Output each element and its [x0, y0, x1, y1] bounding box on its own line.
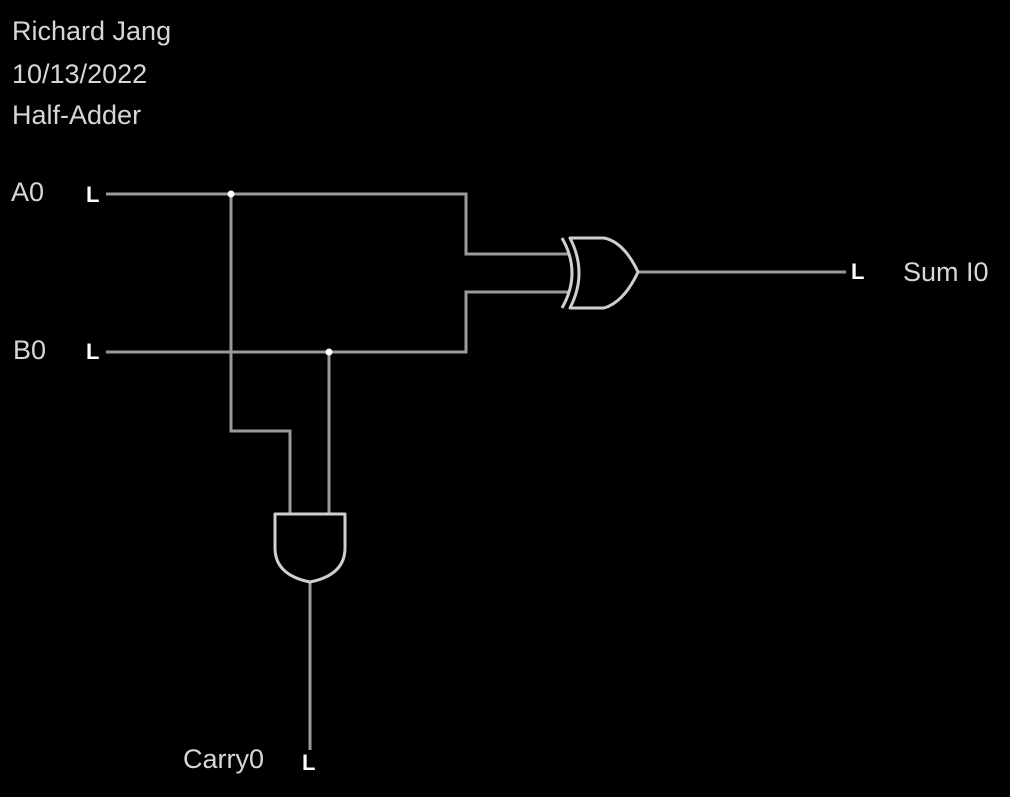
output-pin-carry[interactable]: Carry0 L	[183, 744, 315, 775]
junction-b	[325, 348, 333, 356]
wires	[106, 192, 846, 750]
xor-gate-icon[interactable]	[560, 236, 640, 310]
input-b-state[interactable]: L	[86, 339, 99, 364]
input-a-label: A0	[11, 177, 44, 207]
junction-a	[227, 190, 235, 198]
wire-a-to-xor	[106, 192, 568, 256]
wire-a-to-and	[229, 194, 292, 514]
output-sum-label: Sum I0	[903, 257, 989, 287]
date-note: 10/13/2022	[12, 59, 147, 89]
input-pin-a0[interactable]: A0 L	[11, 177, 99, 207]
output-pin-sum[interactable]: L Sum I0	[851, 257, 989, 287]
wire-b-to-xor	[106, 290, 568, 354]
title-note: Half-Adder	[12, 100, 141, 130]
author-note: Richard Jang	[12, 16, 171, 46]
header-notes: Richard Jang 10/13/2022 Half-Adder	[12, 16, 171, 130]
output-carry-label: Carry0	[183, 744, 264, 774]
input-b-label: B0	[13, 335, 46, 365]
input-pin-b0[interactable]: B0 L	[13, 335, 99, 365]
input-a-state[interactable]: L	[86, 182, 99, 207]
output-sum-state: L	[851, 259, 864, 284]
output-carry-state: L	[302, 750, 315, 775]
and-gate-icon[interactable]	[273, 512, 347, 584]
